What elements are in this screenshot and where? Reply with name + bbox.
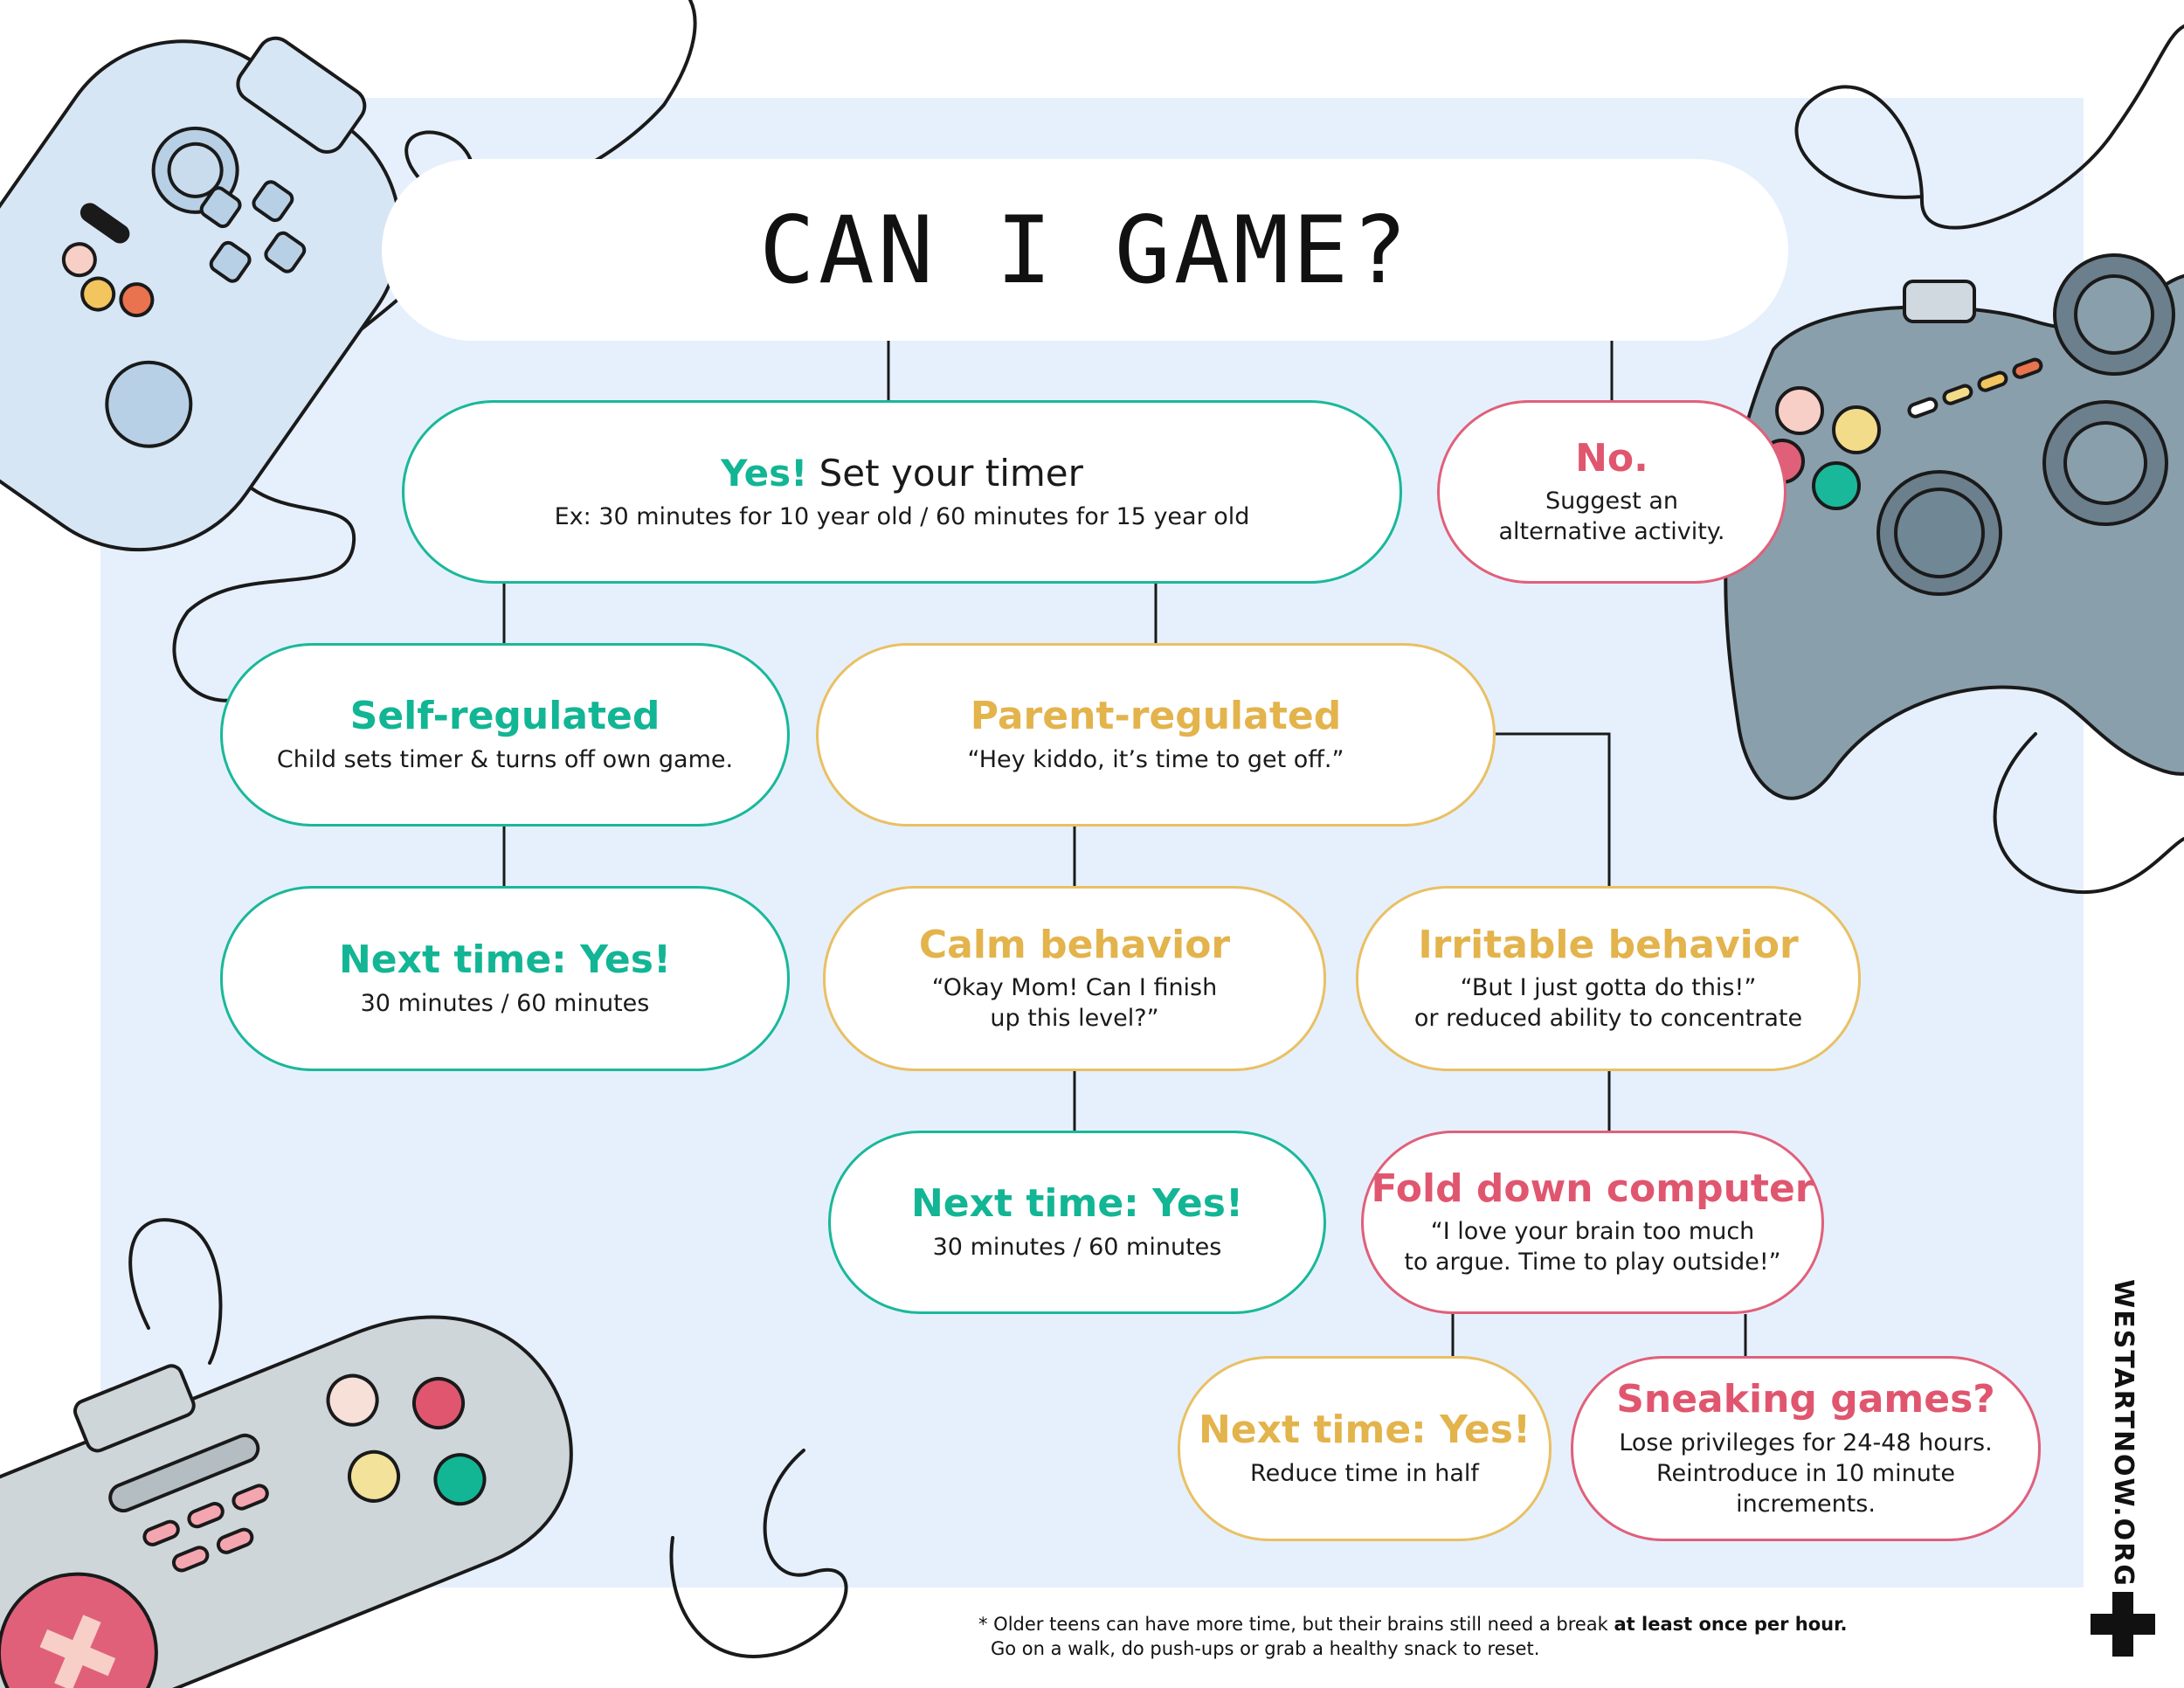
node-sneaking-sub1: Lose privileges for 24-48 hours. (1619, 1429, 1993, 1456)
node-next-half: Next time: Yes! Reduce time in half (1178, 1356, 1552, 1541)
node-irritable: Irritable behavior “But I just gotta do … (1356, 886, 1861, 1071)
plus-logo-icon (2091, 1592, 2155, 1657)
node-no-sub1: Suggest an (1545, 488, 1679, 515)
node-next-self-label: Next time: Yes! (338, 937, 672, 983)
gamepad-gray-icon (0, 1315, 573, 1688)
node-irritable-sub2: or reduced ability to concentrate (1413, 1005, 1803, 1033)
node-next-calm-sub: 30 minutes / 60 minutes (932, 1233, 1222, 1261)
brand-vertical: WESTARTNOW.ORG (2088, 1279, 2158, 1588)
node-no: No. Suggest an alternative activity. (1437, 400, 1787, 584)
node-next-calm-label: Next time: Yes! (910, 1181, 1244, 1227)
gamepad-light-blue-icon (0, 36, 402, 552)
connector-parent-irritable (1496, 732, 1611, 886)
page-title: CAN I GAME? (759, 196, 1411, 304)
cord-bottom-swirl (669, 1449, 848, 1658)
node-calm: Calm behavior “Okay Mom! Can I finish up… (823, 886, 1326, 1071)
node-fold-down-label: Fold down computer (1371, 1166, 1814, 1211)
node-next-half-sub: Reduce time in half (1250, 1459, 1479, 1487)
node-yes-text: Set your timer (819, 452, 1083, 495)
node-next-self: Next time: Yes! 30 minutes / 60 minutes (220, 886, 790, 1071)
node-next-calm: Next time: Yes! 30 minutes / 60 minutes (828, 1131, 1326, 1314)
node-no-label: No. (1575, 435, 1648, 481)
node-parent-regulated: Parent-regulated “Hey kiddo, it’s time t… (816, 643, 1496, 827)
cord-top-left (217, 0, 697, 456)
node-self-regulated-sub: Child sets timer & turns off own game. (276, 745, 734, 773)
cord-right-loop (1794, 24, 2184, 230)
footnote-line1-bold: at least once per hour. (1614, 1614, 1848, 1635)
cord-right-bottom (1993, 732, 2184, 895)
node-fold-down: Fold down computer “I love your brain to… (1361, 1131, 1824, 1314)
node-yes-label: Yes! (721, 452, 808, 495)
node-sneaking-sub2: Reintroduce in 10 minute (1655, 1459, 1956, 1487)
node-next-self-sub: 30 minutes / 60 minutes (360, 989, 650, 1017)
node-fold-down-sub1: “I love your brain too much (1430, 1218, 1755, 1246)
node-parent-regulated-sub: “Hey kiddo, it’s time to get off.” (967, 745, 1344, 773)
node-next-half-label: Next time: Yes! (1198, 1408, 1531, 1453)
node-yes-sub: Ex: 30 minutes for 10 year old / 60 minu… (554, 502, 1250, 530)
title-banner: CAN I GAME? (382, 159, 1788, 341)
node-fold-down-sub2: to argue. Time to play outside!” (1404, 1249, 1781, 1276)
footnote-line2: Go on a walk, do push-ups or grab a heal… (991, 1637, 1540, 1659)
node-sneaking-label: Sneaking games? (1616, 1377, 1995, 1422)
node-calm-sub2: up this level?” (990, 1005, 1159, 1033)
footnote-line1-text: * Older teens can have more time, but th… (978, 1614, 1614, 1635)
gamepad-slate-icon (1724, 253, 2184, 800)
brand-text[interactable]: WESTARTNOW.ORG (2107, 1278, 2139, 1588)
footnote-line1: * Older teens can have more time, but th… (978, 1613, 2062, 1637)
node-sneaking-sub3: increments. (1736, 1490, 1876, 1518)
node-calm-label: Calm behavior (918, 922, 1231, 967)
node-irritable-sub1: “But I just gotta do this!” (1460, 974, 1757, 1002)
cord-left-swirl (172, 453, 356, 702)
cord-bottom-left-loop (128, 1218, 223, 1365)
node-irritable-label: Irritable behavior (1418, 922, 1799, 967)
node-no-sub2: alternative activity. (1498, 518, 1725, 546)
node-sneaking: Sneaking games? Lose privileges for 24-4… (1571, 1356, 2041, 1541)
node-yes-heading: Yes! Set your timer (721, 452, 1083, 495)
node-self-regulated-label: Self-regulated (349, 694, 660, 739)
node-yes: Yes! Set your timer Ex: 30 minutes for 1… (402, 400, 1402, 584)
node-parent-regulated-label: Parent-regulated (970, 694, 1342, 739)
node-self-regulated: Self-regulated Child sets timer & turns … (220, 643, 790, 827)
footnote: * Older teens can have more time, but th… (978, 1613, 2062, 1661)
node-calm-sub1: “Okay Mom! Can I finish (931, 974, 1218, 1002)
